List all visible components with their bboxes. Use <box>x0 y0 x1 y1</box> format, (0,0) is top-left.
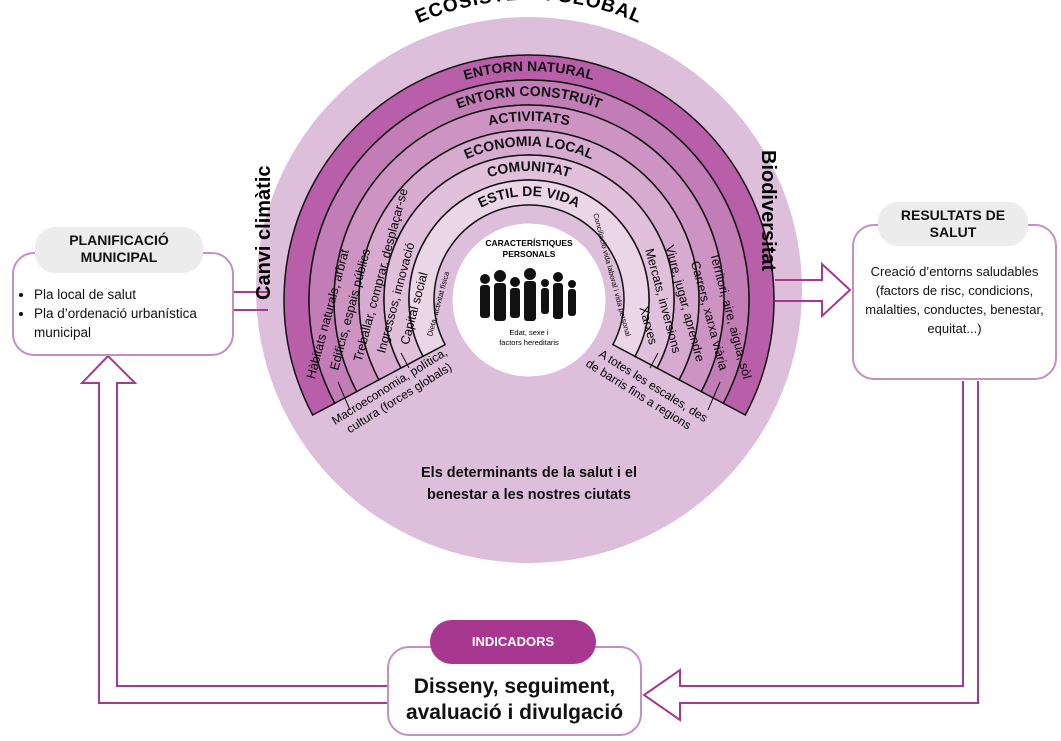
planning-items: Pla local de salut Pla d’ordenació urban… <box>14 285 232 342</box>
band-6 <box>408 179 650 358</box>
band-title: ACTIVITATS <box>486 108 571 128</box>
caption-text: Els determinants de la salut i el benest… <box>421 465 637 503</box>
results-box: Creació d’entorns saludables (factors de… <box>852 224 1057 380</box>
arrow-up-to-planning <box>79 354 387 704</box>
band-title: COMUNITAT <box>485 158 573 180</box>
core-subtitle-line1: Edat, sexe i <box>509 328 549 337</box>
indicators-text: Disseny, seguiment, avaluació i divulgac… <box>405 675 624 724</box>
results-text: Creació d’entorns saludables (factors de… <box>865 264 1044 336</box>
planning-item: Pla local de salut <box>34 285 232 304</box>
ecosystem-left-label: Canvi climàtic <box>253 165 275 300</box>
planning-item: Pla d’ordenació urbanística municipal <box>34 304 232 342</box>
feedback-arrows <box>79 261 979 722</box>
core-subtitle-line2: factors hereditaris <box>499 338 559 347</box>
indicators-title: INDICADORS <box>430 620 596 664</box>
people-silhouettes-icon <box>480 268 576 321</box>
planning-title: PLANIFICACIÓ MUNICIPAL <box>35 227 203 273</box>
arrow-results-down <box>642 381 979 722</box>
core-title-line2: PERSONALS <box>503 249 556 259</box>
double-arrow-icon <box>649 352 659 369</box>
ecosystem-right-label: Biodiversitat <box>757 150 779 271</box>
double-arrows <box>337 352 721 411</box>
double-arrow-icon <box>337 381 351 411</box>
arrow-to-results <box>775 261 852 319</box>
double-arrow-icon <box>400 352 410 369</box>
results-title: RESULTATS DE SALUT <box>878 202 1028 246</box>
bands-group <box>283 54 775 417</box>
double-arrow-icon <box>707 381 721 411</box>
diagram-caption: Els determinants de la salut i el benest… <box>409 462 649 506</box>
core-title-line1: CARACTERÍSTIQUES <box>485 238 573 248</box>
